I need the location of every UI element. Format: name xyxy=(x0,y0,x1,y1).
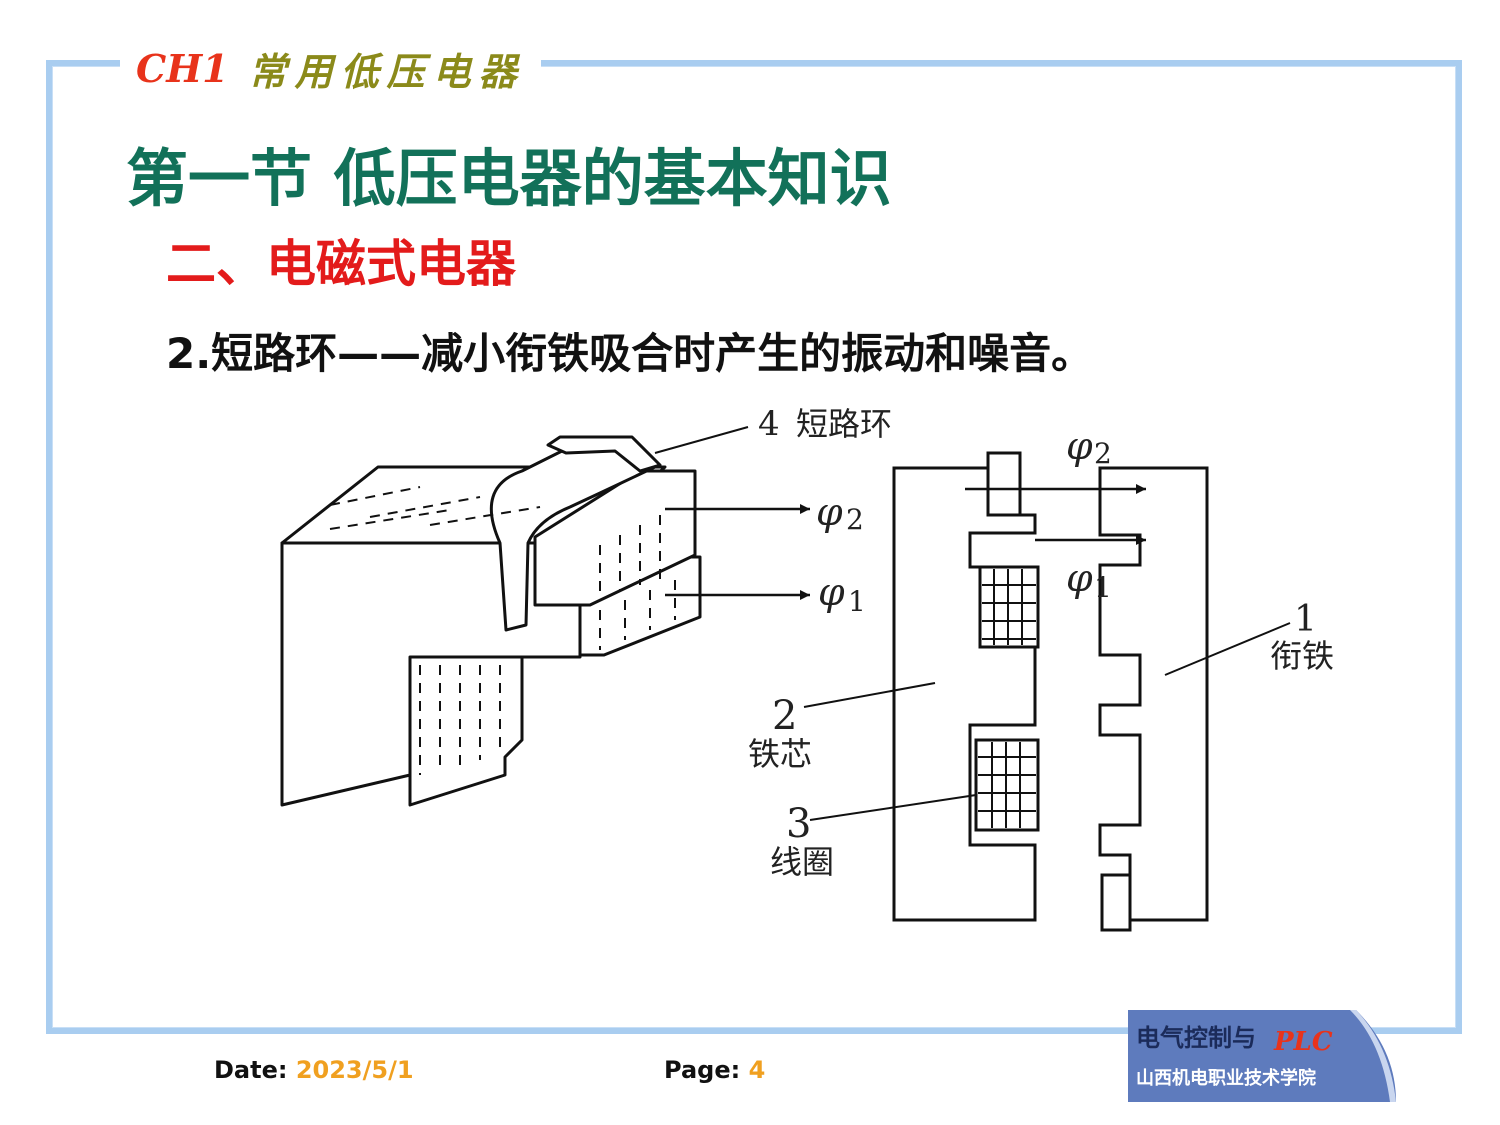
shading-ring-figure: 4 短路环 φ 2 φ 1 φ xyxy=(280,404,1334,932)
core-schematic xyxy=(892,451,1209,932)
coil-name-label: 线圈 xyxy=(770,843,834,881)
right-phi1-symbol: φ xyxy=(1066,556,1093,600)
right-phi2-symbol: φ xyxy=(1066,424,1093,468)
core-3d-illustration xyxy=(280,435,702,807)
left-phi2-symbol: φ xyxy=(816,490,843,534)
slide-frame xyxy=(46,60,1462,1034)
footer-date-value: 2023/5/1 xyxy=(295,1056,414,1084)
footer-date: Date: 2023/5/1 xyxy=(214,1056,414,1084)
ring-name-label: 短路环 xyxy=(796,405,892,443)
chapter-header: CH1 常用低压电器 xyxy=(120,40,541,96)
right-phi2-subscript: 2 xyxy=(1094,437,1112,470)
point-text: 2.短路环——减小衔铁吸合时产生的振动和噪音。 xyxy=(166,329,1094,378)
footer-page-label: Page: xyxy=(664,1056,741,1084)
left-phi1-symbol: φ xyxy=(818,570,845,614)
core-leader-line xyxy=(803,682,936,708)
chapter-name: 常用低压电器 xyxy=(248,48,525,94)
ring-leader-line xyxy=(654,426,749,454)
slide-frame-inner xyxy=(52,66,1456,1028)
footer-page-value: 4 xyxy=(748,1056,766,1084)
logo-line2: 山西机电职业技术学院 xyxy=(1136,1067,1316,1089)
core-number-label: 2 xyxy=(772,693,797,739)
core-hatching xyxy=(329,486,676,775)
section-title: 第一节 低压电器的基本知识 xyxy=(126,142,892,215)
course-logo: 电气控制与 PLC 山西机电职业技术学院 xyxy=(1128,1010,1396,1102)
footer-page: Page: 4 xyxy=(664,1056,765,1084)
chapter-code: CH1 xyxy=(136,45,229,91)
footer-date-label: Date: xyxy=(214,1056,288,1084)
right-phi1-subscript: 1 xyxy=(1094,571,1112,604)
armature-number-label: 1 xyxy=(1294,599,1317,640)
armature-name-label: 衔铁 xyxy=(1270,637,1334,675)
armature-leader-line xyxy=(1164,622,1291,676)
core-name-label: 铁芯 xyxy=(748,735,812,773)
left-phi1-subscript: 1 xyxy=(848,585,866,618)
subsection-title: 二、电磁式电器 xyxy=(166,235,516,293)
logo-line1-accent: PLC xyxy=(1273,1027,1333,1057)
coil-leader-line xyxy=(809,794,977,821)
coil-lower xyxy=(974,738,1040,832)
coil-number-label: 3 xyxy=(786,801,811,847)
left-phi2-subscript: 2 xyxy=(846,503,864,536)
logo-line1: 电气控制与 xyxy=(1136,1023,1256,1052)
ring-number-label: 4 xyxy=(758,404,780,444)
coil-upper xyxy=(978,565,1040,649)
